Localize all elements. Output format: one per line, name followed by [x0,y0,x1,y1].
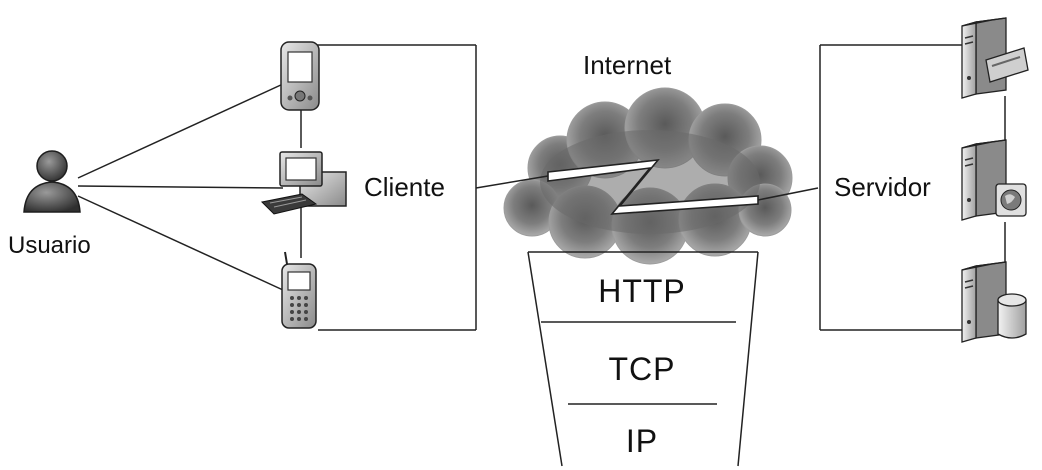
server-with-globe-icon [961,139,1027,221]
protocol-stack-funnel [527,251,759,467]
protocol-tcp-label: TCP [609,351,676,387]
user-connection-lines [77,83,284,291]
lightning-bolt-icon [475,158,819,215]
user-label: Usuario [8,232,91,259]
client-bracket [300,44,477,331]
server-bracket [819,44,1006,331]
pda-icon [280,41,320,111]
user-to-pda-line [77,83,284,179]
client-label: Cliente [364,172,445,202]
mobile-phone-icon [281,251,317,329]
server-label: Servidor [834,172,931,202]
protocol-ip-label: IP [626,423,658,459]
user-to-phone-line [77,195,284,291]
user-icon [23,150,81,213]
server-with-database-icon [961,261,1027,343]
server-with-card-icon [961,17,1029,99]
user-to-desktop-line [77,185,284,189]
protocol-http-label: HTTP [598,273,686,309]
desktop-computer-icon [260,151,347,215]
internet-title: Internet [583,50,672,80]
